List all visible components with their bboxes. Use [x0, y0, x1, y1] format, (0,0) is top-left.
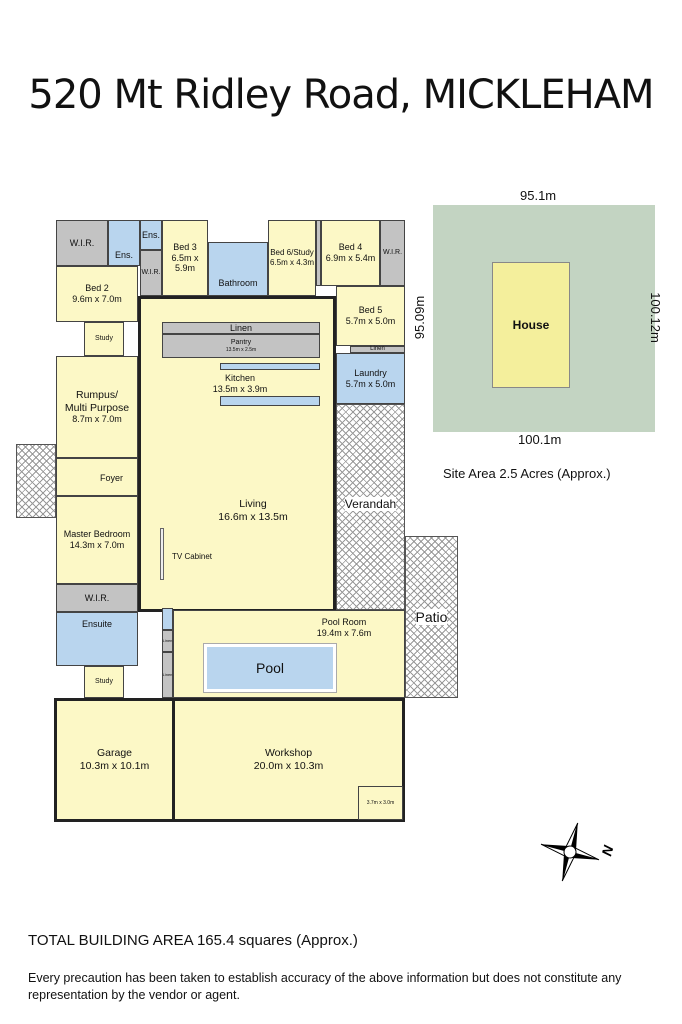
room-linen-1: Linen: [162, 322, 320, 334]
site-left-dim: 95.09m: [412, 295, 428, 340]
page-title: 520 Mt Ridley Road, MICKLEHAM: [28, 72, 654, 118]
room-ensuite: Ensuite: [56, 612, 138, 666]
wardrobe-strip: [316, 220, 321, 286]
room-wir-3: W.I.R.: [380, 220, 405, 286]
site-house: House: [492, 262, 570, 388]
total-building-area: TOTAL BUILDING AREA 165.4 squares (Appro…: [28, 932, 358, 949]
room-linen-4: Linen: [162, 652, 173, 698]
room-linen-2: Linen: [350, 346, 405, 353]
room-linen-3: Linen: [162, 630, 173, 652]
room-study-2: Study: [84, 666, 124, 698]
pool: Pool: [203, 643, 337, 693]
kitchen-bench: [220, 363, 320, 370]
site-bottom-dim: 100.1m: [518, 432, 562, 447]
compass-rose-icon: N: [540, 822, 617, 882]
room-store: 3.7m x 3.0m: [358, 786, 403, 820]
tv-cabinet-label: TV Cabinet: [172, 552, 213, 561]
site-right-dim: 100.12m: [647, 292, 663, 343]
room-verandah: Verandah: [336, 404, 405, 610]
disclaimer: Every precaution has been taken to estab…: [28, 971, 622, 1002]
room-wir-1: W.I.R.: [56, 220, 108, 266]
powder-room: [162, 608, 173, 630]
foyer-label: Foyer: [100, 473, 124, 483]
room-wir-2: W.I.R.: [140, 250, 162, 296]
room-ensuite-2: Ens.: [140, 220, 162, 250]
compass-north-label: N: [598, 843, 616, 858]
site-top-dim: 95.1m: [520, 188, 557, 203]
room-ensuite-1: Ens.: [108, 220, 140, 266]
room-wir-4: W.I.R.: [56, 584, 138, 612]
site-area: Site Area 2.5 Acres (Approx.): [443, 466, 611, 481]
room-foyer: [56, 458, 138, 496]
room-patio: Patio: [405, 536, 458, 698]
front-porch: [16, 444, 56, 518]
room-bathroom: Bathroom: [208, 242, 268, 296]
tv-cabinet: [160, 528, 164, 580]
room-study-1: Study: [84, 322, 124, 356]
kitchen-island: [220, 396, 320, 406]
